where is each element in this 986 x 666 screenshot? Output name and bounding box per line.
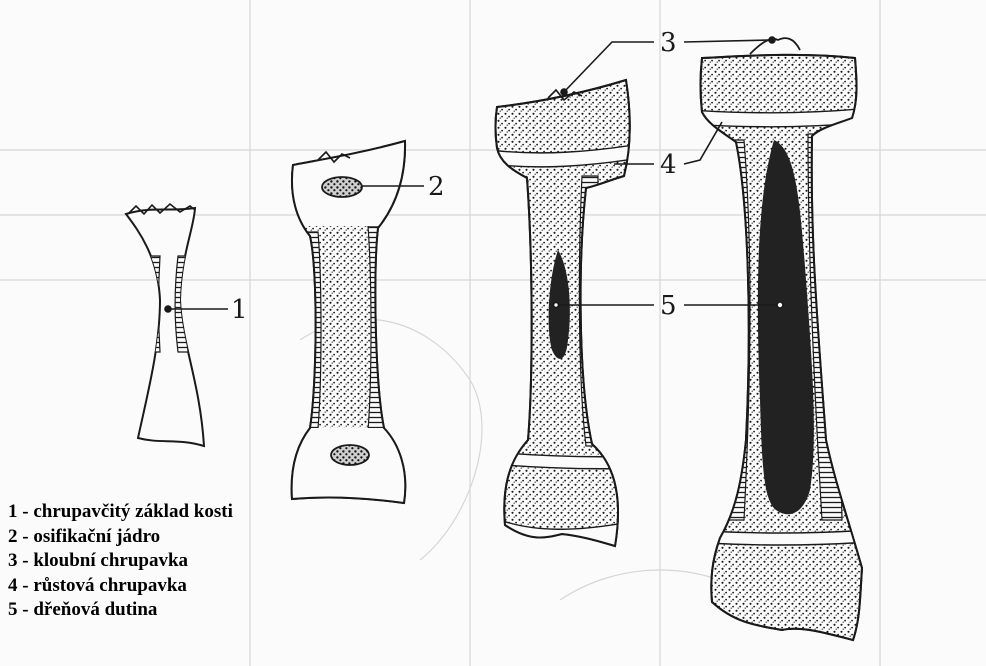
callout-3: 3 <box>660 28 677 58</box>
legend-item: 1 - chrupavčitý základ kosti <box>8 500 233 525</box>
legend-item: 4 - růstová chrupavka <box>8 574 233 599</box>
bone-stage-4 <box>690 38 870 640</box>
bone-stage-2 <box>290 140 410 508</box>
ossification-centre-lower <box>331 445 369 465</box>
legend: 1 - chrupavčitý základ kosti 2 - osifika… <box>8 500 233 623</box>
legend-item: 3 - kloubní chrupavka <box>8 549 233 574</box>
callout-5: 5 <box>660 291 677 321</box>
ossification-centre-upper <box>322 177 362 197</box>
callout-leaders <box>165 37 783 312</box>
legend-item: 5 - dřeňová dutina <box>8 598 233 623</box>
bone-stage-3 <box>490 80 640 560</box>
callout-4: 4 <box>660 150 677 180</box>
callout-1: 1 <box>231 295 248 325</box>
legend-item: 2 - osifikační jádro <box>8 525 233 550</box>
callout-2: 2 <box>428 172 445 202</box>
bone-stage-1 <box>126 204 204 446</box>
